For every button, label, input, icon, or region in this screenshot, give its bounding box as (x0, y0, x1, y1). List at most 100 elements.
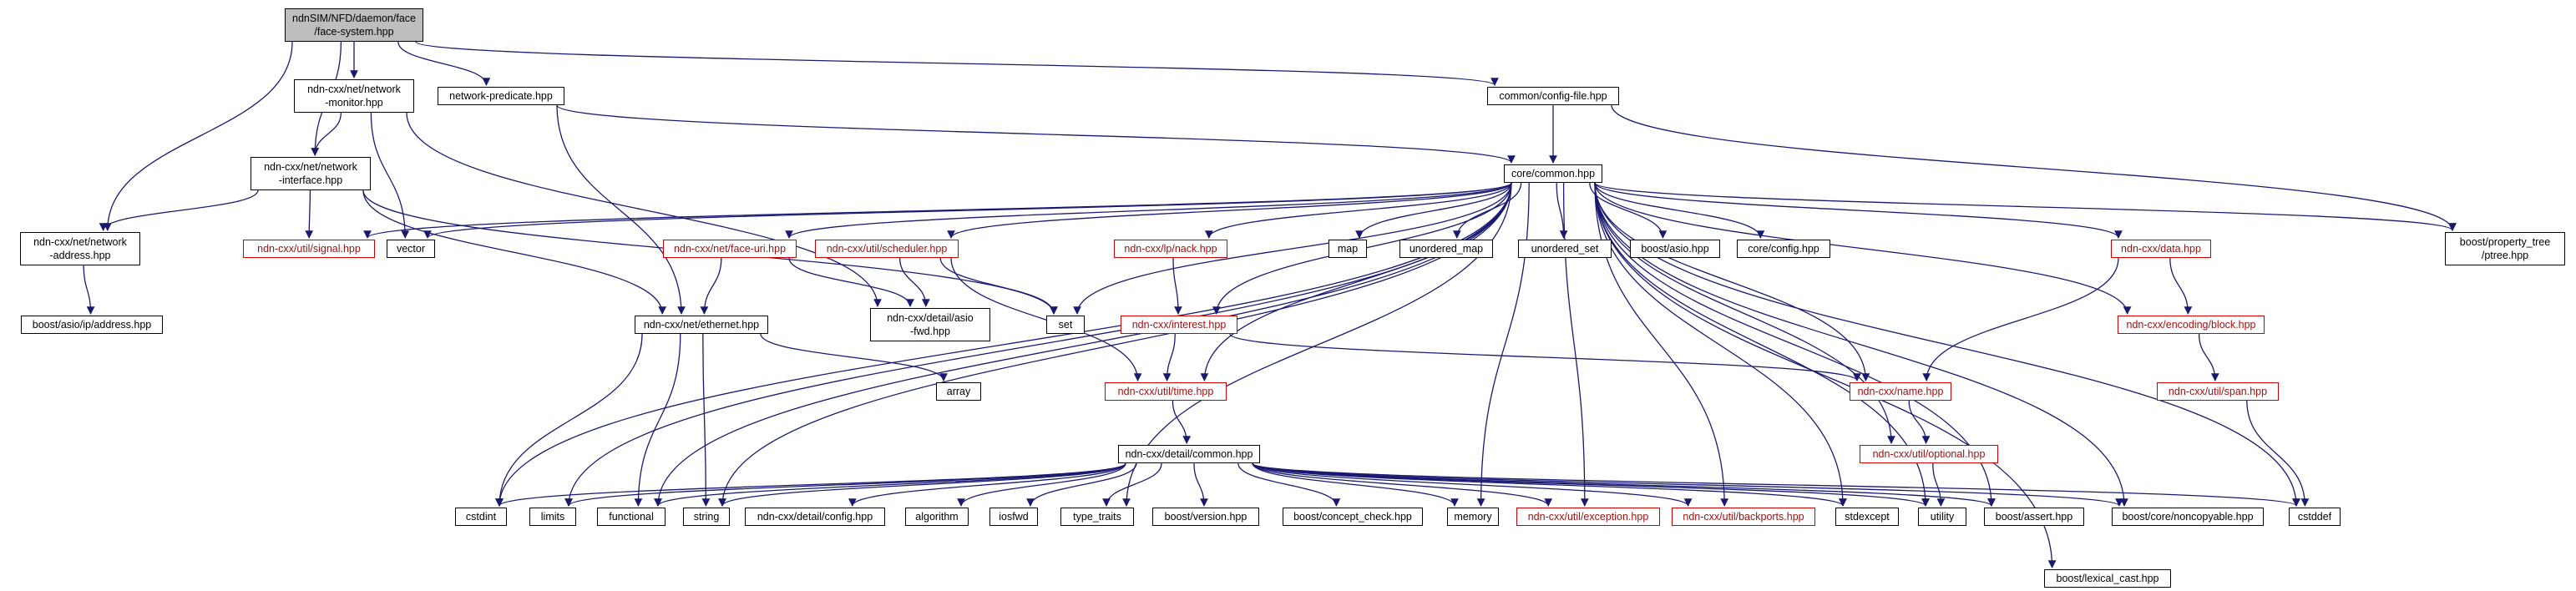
node-map: map (1328, 240, 1367, 258)
node-label: /ptree.hpp (2481, 250, 2529, 261)
node-boost-asio: boost/asio.hpp (1630, 240, 1720, 258)
node-detail-config[interactable]: ndn-cxx/detail/config.hpp (745, 508, 885, 526)
node-label: network-predicate.hpp (449, 90, 553, 102)
edge-core-common--boost-asio (1589, 182, 1668, 239)
node-predicate[interactable]: network-predicate.hpp (438, 87, 564, 105)
edge-name--optional (1908, 400, 1931, 444)
node-interface[interactable]: ndn-cxx/net/network-interface.hpp (251, 157, 371, 190)
node-label: array (946, 386, 971, 397)
node-label: ndn-cxx/util/signal.hpp (257, 243, 361, 255)
node-label: boost/asio/ip/address.hpp (32, 319, 152, 331)
node-monitor[interactable]: ndn-cxx/net/network -monitor.hpp (294, 79, 414, 113)
edge-scheduler--set (939, 257, 1058, 315)
node-label: ndn-cxx/net/network (307, 83, 401, 95)
edge-interest--name (1229, 333, 1861, 381)
node-asio-fwd[interactable]: ndn-cxx/detail/asio-fwd.hpp (870, 308, 990, 341)
node-optional[interactable]: ndn-cxx/util/optional.hpp (1860, 445, 1998, 463)
node-exception[interactable]: ndn-cxx/util/exception.hpp (1516, 508, 1660, 526)
node-stdexcept: stdexcept (1835, 508, 1899, 526)
node-label: iosfwd (999, 511, 1029, 523)
node-scheduler[interactable]: ndn-cxx/util/scheduler.hpp (815, 240, 959, 258)
edge-face-system--net-address (103, 41, 293, 231)
node-label: boost/lexical_cast.hpp (2056, 573, 2159, 584)
edge-ethernet--array (760, 333, 948, 381)
node-label: ndn-cxx/util/optional.hpp (1872, 448, 1986, 460)
node-label: limits (540, 511, 565, 523)
node-name[interactable]: ndn-cxx/name.hpp (1850, 382, 1951, 401)
edge-ethernet--string (701, 333, 711, 507)
node-label: ndn-cxx/util/backports.hpp (1683, 511, 1804, 523)
edge-detail-common--noncopyable (1252, 462, 2123, 507)
node-label: ndn-cxx/net/network (33, 236, 127, 248)
edge-core-common--name (1594, 182, 1870, 381)
edge-detail-common--boost-version (1193, 462, 1208, 507)
edge-core-common--ptree (1594, 182, 2457, 231)
node-array: array (936, 382, 981, 401)
node-label: -address.hpp (49, 250, 111, 261)
node-label: unordered_set (1531, 243, 1599, 255)
node-unordered-set: unordered_set (1518, 240, 1612, 258)
node-label: stdexcept (1845, 511, 1890, 523)
node-time[interactable]: ndn-cxx/util/time.hpp (1105, 382, 1227, 401)
node-label: -fwd.hpp (910, 326, 950, 337)
edge-detail-common--cstddef (1252, 462, 2300, 507)
node-span[interactable]: ndn-cxx/util/span.hpp (2157, 382, 2279, 401)
node-net-address[interactable]: ndn-cxx/net/network -address.hpp (20, 232, 140, 265)
node-functional: functional (597, 508, 666, 526)
node-label: ndnSIM/NFD/daemon/face (292, 13, 416, 24)
edge-core-common--signal (363, 182, 1512, 239)
edge-span--cstddef (2246, 400, 2310, 507)
node-core-config[interactable]: core/config.hpp (1737, 240, 1830, 258)
node-limits: limits (529, 508, 576, 526)
edge-scheduler--time (950, 257, 1142, 381)
node-label: functional (609, 511, 654, 523)
node-label: -monitor.hpp (325, 97, 383, 109)
edge-core-common--face-uri (785, 182, 1512, 239)
node-signal[interactable]: ndn-cxx/util/signal.hpp (243, 240, 375, 258)
edge-nack--interest (1172, 257, 1182, 315)
node-set: set (1046, 316, 1085, 334)
edge-block--span (2198, 333, 2219, 381)
node-boost-version: boost/version.hpp (1152, 508, 1259, 526)
edge-core-common--optional (1594, 182, 1895, 444)
node-label: ndn-cxx/encoding/block.hpp (2126, 319, 2256, 331)
edge-detail-common--string (718, 462, 1126, 507)
node-label: common/config-file.hpp (1499, 90, 1607, 102)
node-backports[interactable]: ndn-cxx/util/backports.hpp (1672, 508, 1815, 526)
node-vector: vector (387, 240, 435, 258)
node-core-common[interactable]: core/common.hpp (1504, 164, 1602, 183)
node-label: boost/concept_check.hpp (1293, 511, 1412, 523)
edge-interest--time (1162, 333, 1176, 381)
node-ip-address: boost/asio/ip/address.hpp (21, 316, 163, 334)
edge-detail-common--functional (654, 462, 1126, 507)
edge-optional--utility (1932, 462, 1946, 507)
edge-core-common--string (718, 182, 1512, 507)
node-data[interactable]: ndn-cxx/data.hpp (2111, 240, 2211, 258)
edge-core-common--backports (1594, 182, 1729, 507)
node-face-uri[interactable]: ndn-cxx/net/face-uri.hpp (663, 240, 797, 258)
node-label: cstddef (2297, 511, 2332, 523)
edge-core-common--scheduler (947, 182, 1512, 239)
node-interest[interactable]: ndn-cxx/interest.hpp (1121, 316, 1237, 334)
node-ethernet[interactable]: ndn-cxx/net/ethernet.hpp (635, 316, 768, 334)
node-config-file[interactable]: common/config-file.hpp (1487, 87, 1619, 105)
node-block[interactable]: ndn-cxx/encoding/block.hpp (2118, 316, 2265, 334)
edge-core-common--vector (423, 182, 1512, 239)
node-label: string (693, 511, 720, 523)
edge-detail-common--cstdint (495, 462, 1126, 507)
node-detail-common[interactable]: ndn-cxx/detail/common.hpp (1118, 445, 1260, 463)
node-cstdint: cstdint (455, 508, 507, 526)
edge-core-common--exception (1562, 182, 1589, 507)
edge-core-common--functional (654, 182, 1512, 507)
node-utility: utility (1918, 508, 1966, 526)
node-label: ndn-cxx/detail/common.hpp (1125, 448, 1253, 460)
edge-detail-common--exception (1252, 462, 1552, 507)
edge-detail-common--concept-check (1237, 462, 1341, 507)
edge-detail-common--type-traits (1102, 462, 1162, 507)
node-label: memory (1454, 511, 1492, 523)
node-label: type_traits (1073, 511, 1121, 523)
edge-detail-common--stdexcept (1252, 462, 1847, 507)
node-nack[interactable]: ndn-cxx/lp/nack.hpp (1114, 240, 1227, 258)
node-label: /face-system.hpp (314, 26, 394, 38)
edge-detail-common--backports (1252, 462, 1693, 507)
